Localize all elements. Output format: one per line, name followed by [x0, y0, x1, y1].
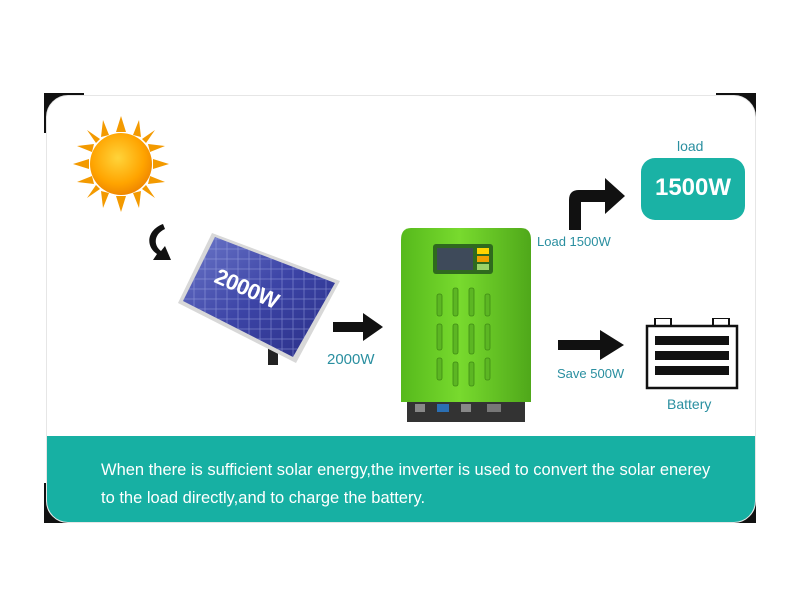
solar-panel-icon	[178, 233, 340, 365]
up-right-arrow-icon	[569, 178, 625, 230]
diagram-card: 2000W 2000W	[46, 95, 756, 523]
load-box: 1500W	[641, 158, 745, 220]
inverter-icon	[401, 228, 531, 422]
sun-icon	[73, 116, 169, 212]
load-arrow-label: Load 1500W	[537, 234, 611, 249]
panel-output-label: 2000W	[327, 351, 375, 368]
curved-arrow-icon	[149, 224, 171, 260]
battery-arrow-icon	[558, 330, 624, 360]
load-value: 1500W	[654, 174, 732, 201]
caption-bar: When there is sufficient solar energy,th…	[47, 436, 755, 522]
caption-text: When there is sufficient solar energy,th…	[101, 461, 711, 507]
battery-label: Battery	[667, 396, 712, 412]
load-title: load	[677, 138, 704, 154]
right-arrow-icon	[333, 313, 383, 341]
battery-icon	[645, 318, 739, 390]
battery-arrow-label: Save 500W	[557, 366, 625, 381]
